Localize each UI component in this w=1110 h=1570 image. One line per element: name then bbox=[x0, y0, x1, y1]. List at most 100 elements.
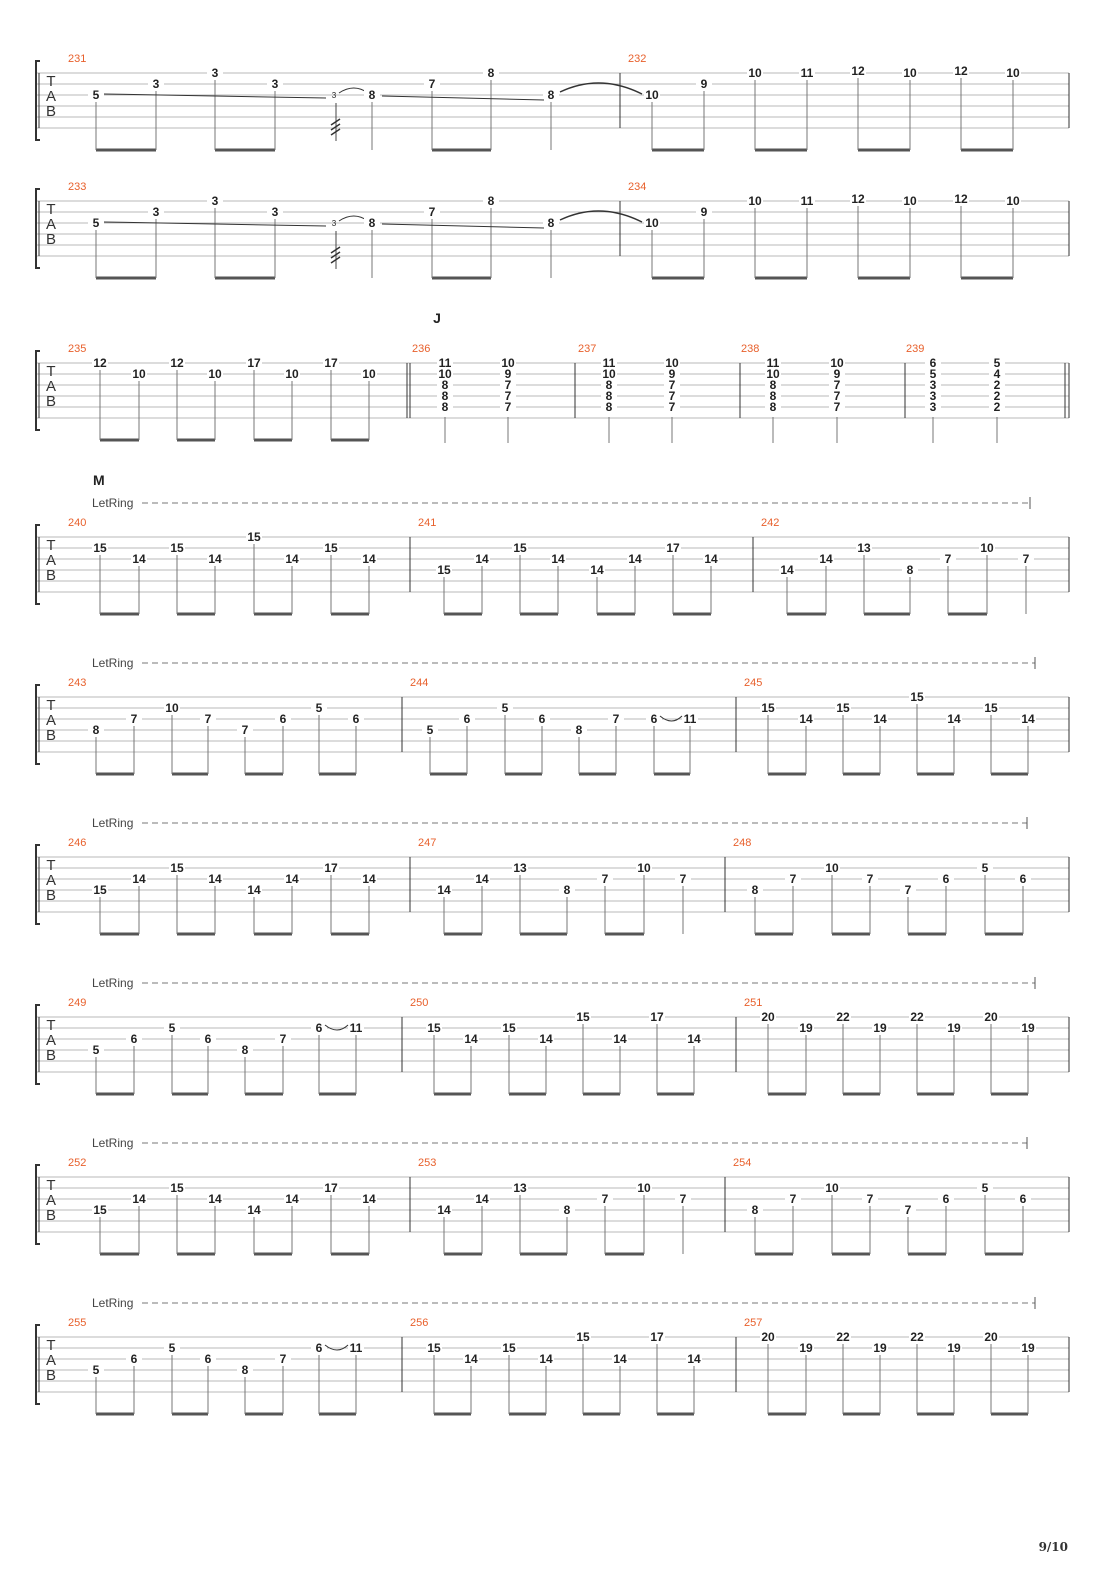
note-bg bbox=[925, 358, 941, 368]
note-bg bbox=[1015, 1193, 1031, 1205]
note-bg bbox=[636, 862, 652, 874]
note-bg bbox=[207, 1193, 223, 1205]
fret-number: 6 bbox=[280, 712, 287, 726]
fret-number: 10 bbox=[1006, 66, 1020, 80]
tab-clef-letter: A bbox=[46, 552, 56, 569]
grace-note-fret: 3 bbox=[332, 91, 337, 100]
note-bg bbox=[543, 89, 559, 101]
note-bg bbox=[575, 1331, 591, 1343]
fret-number: 10 bbox=[637, 861, 651, 875]
measure-number: 232 bbox=[628, 53, 646, 65]
note-bg bbox=[575, 1011, 591, 1023]
measure-number: 244 bbox=[410, 677, 428, 689]
let-ring-label: LetRing bbox=[92, 656, 133, 670]
fret-number: 9 bbox=[701, 77, 708, 91]
fret-number: 14 bbox=[551, 552, 565, 566]
note-bg bbox=[497, 702, 513, 714]
note-bg bbox=[323, 542, 339, 554]
note-bg bbox=[474, 553, 490, 565]
slide-line bbox=[103, 221, 327, 227]
note-bg bbox=[765, 402, 781, 412]
fret-number: 14 bbox=[704, 552, 718, 566]
tab-clef-letter: B bbox=[46, 1207, 56, 1224]
note-bg bbox=[437, 391, 453, 401]
note-bg bbox=[437, 358, 453, 368]
fret-number: 6 bbox=[1020, 1192, 1027, 1206]
note-bg bbox=[760, 1331, 776, 1343]
note-bg bbox=[612, 1033, 628, 1045]
note-bg bbox=[979, 542, 995, 554]
slide-line bbox=[381, 223, 545, 229]
note-bg bbox=[246, 531, 262, 543]
note-bg bbox=[900, 1204, 916, 1216]
fret-number: 11 bbox=[801, 194, 814, 208]
fret-number: 14 bbox=[132, 552, 146, 566]
note-bg bbox=[364, 217, 380, 229]
fret-number: 17 bbox=[324, 1181, 338, 1195]
fret-number: 7 bbox=[867, 1192, 874, 1206]
note-bg bbox=[644, 217, 660, 229]
fret-number: 8 bbox=[369, 88, 376, 102]
note-bg bbox=[835, 702, 851, 714]
note-bg bbox=[126, 713, 142, 725]
chord-fret-number: 8 bbox=[442, 389, 449, 403]
note-bg bbox=[436, 564, 452, 576]
fret-number: 11 bbox=[801, 66, 814, 80]
measure-number: 238 bbox=[741, 343, 759, 355]
fret-number: 7 bbox=[945, 552, 952, 566]
note-bg bbox=[131, 1193, 147, 1205]
fret-number: 14 bbox=[362, 1192, 376, 1206]
note-bg bbox=[946, 1022, 962, 1034]
note-bg bbox=[798, 1342, 814, 1354]
fret-number: 15 bbox=[761, 701, 775, 715]
fret-number: 14 bbox=[539, 1352, 553, 1366]
fret-number: 5 bbox=[316, 701, 323, 715]
fret-number: 15 bbox=[170, 541, 184, 555]
note-bg bbox=[597, 1193, 613, 1205]
chord-fret-number: 11 bbox=[767, 356, 780, 370]
fret-number: 15 bbox=[984, 701, 998, 715]
fret-number: 15 bbox=[170, 861, 184, 875]
note-bg bbox=[284, 1193, 300, 1205]
fret-number: 10 bbox=[645, 88, 659, 102]
note-bg bbox=[902, 195, 918, 207]
note-bg bbox=[237, 1044, 253, 1056]
chord-fret-number: 6 bbox=[930, 356, 937, 370]
fret-number: 14 bbox=[464, 1032, 478, 1046]
fret-number: 7 bbox=[429, 77, 436, 91]
note-bg bbox=[938, 1193, 954, 1205]
note-bg bbox=[126, 1353, 142, 1365]
fret-number: 15 bbox=[427, 1341, 441, 1355]
note-bg bbox=[424, 206, 440, 218]
note-bg bbox=[426, 1342, 442, 1354]
note-bg bbox=[474, 1193, 490, 1205]
note-bg bbox=[601, 380, 617, 390]
fret-number: 14 bbox=[947, 712, 961, 726]
measure-number: 253 bbox=[418, 1157, 436, 1169]
note-bg bbox=[88, 1364, 104, 1376]
note-bg bbox=[799, 195, 815, 207]
note-bg bbox=[872, 1022, 888, 1034]
chord-fret-number: 11 bbox=[439, 356, 452, 370]
note-bg bbox=[207, 195, 223, 207]
note-bg bbox=[323, 862, 339, 874]
note-bg bbox=[246, 884, 262, 896]
tab-clef-letter: T bbox=[46, 201, 55, 218]
note-bg bbox=[348, 1342, 364, 1354]
measure-number: 234 bbox=[628, 181, 646, 193]
fret-number: 14 bbox=[247, 1203, 261, 1217]
system-bracket bbox=[35, 684, 40, 765]
chord-fret-number: 7 bbox=[834, 400, 841, 414]
chord-fret-number: 7 bbox=[505, 400, 512, 414]
note-bg bbox=[696, 78, 712, 90]
note-bg bbox=[92, 357, 108, 369]
measure-number: 245 bbox=[744, 677, 762, 689]
measure-number: 256 bbox=[410, 1317, 428, 1329]
note-bg bbox=[500, 358, 516, 368]
note-bg bbox=[872, 713, 888, 725]
note-bg bbox=[665, 542, 681, 554]
fret-number: 14 bbox=[687, 1032, 701, 1046]
chord-fret-number: 8 bbox=[606, 378, 613, 392]
measure-number: 243 bbox=[68, 677, 86, 689]
chord-fret-number: 9 bbox=[505, 367, 512, 381]
